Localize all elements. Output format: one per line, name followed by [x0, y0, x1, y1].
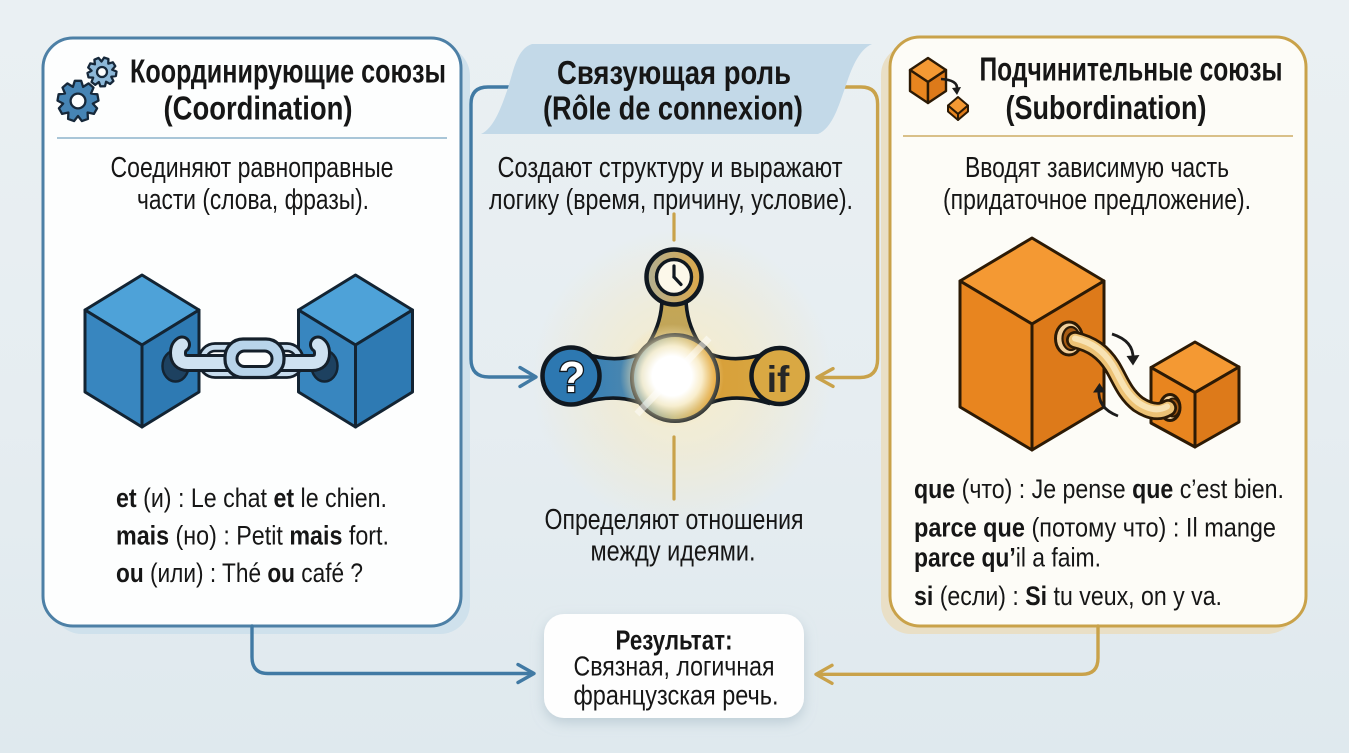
svg-text:Определяют отношения: Определяют отношения [545, 504, 804, 536]
svg-text:логику (время, причину, услови: логику (время, причину, условие). [489, 184, 853, 216]
svg-text:Создают структуру и выражают: Создают структуру и выражают [498, 152, 843, 184]
svg-text:Соединяют равноправные: Соединяют равноправные [111, 152, 394, 184]
svg-text:et (и) : Le chat et le chien.: et (и) : Le chat et le chien. [116, 483, 387, 513]
svg-text:parce que (потому что) : Il ma: parce que (потому что) : Il mange [914, 513, 1276, 543]
svg-text:Результат:: Результат: [616, 625, 733, 656]
svg-text:parce qu’il a faim.: parce qu’il a faim. [914, 543, 1101, 573]
svg-text:?: ? [559, 353, 586, 402]
svg-text:if: if [767, 359, 790, 400]
svg-text:французская речь.: французская речь. [574, 680, 779, 711]
svg-text:(Coordination): (Coordination) [164, 90, 353, 127]
svg-text:между идеями.: между идеями. [591, 536, 756, 568]
svg-text:(придаточное предложение).: (придаточное предложение). [943, 184, 1251, 216]
svg-text:si (если) : Si tu veux, on y v: si (если) : Si tu veux, on y va. [914, 581, 1222, 611]
svg-text:mais (но) : Petit mais fort.: mais (но) : Petit mais fort. [116, 521, 389, 551]
svg-text:части (слова, фразы).: части (слова, фразы). [137, 184, 369, 216]
svg-text:Подчинительные союзы: Подчинительные союзы [980, 51, 1283, 88]
svg-text:Вводят зависимую часть: Вводят зависимую часть [965, 152, 1229, 184]
svg-text:que (что) : Je pense que c’est: que (что) : Je pense que c’est bien. [914, 474, 1284, 504]
svg-text:Связная, логичная: Связная, логичная [574, 651, 775, 682]
svg-text:(Subordination): (Subordination) [1006, 89, 1207, 126]
svg-text:Связующая роль: Связующая роль [557, 54, 791, 91]
svg-text:(Rôle de connexion): (Rôle de connexion) [543, 90, 803, 127]
svg-text:ou (или) : Thé ou café ?: ou (или) : Thé ou café ? [116, 558, 363, 588]
svg-text:Координирующие союзы: Координирующие союзы [130, 52, 446, 89]
